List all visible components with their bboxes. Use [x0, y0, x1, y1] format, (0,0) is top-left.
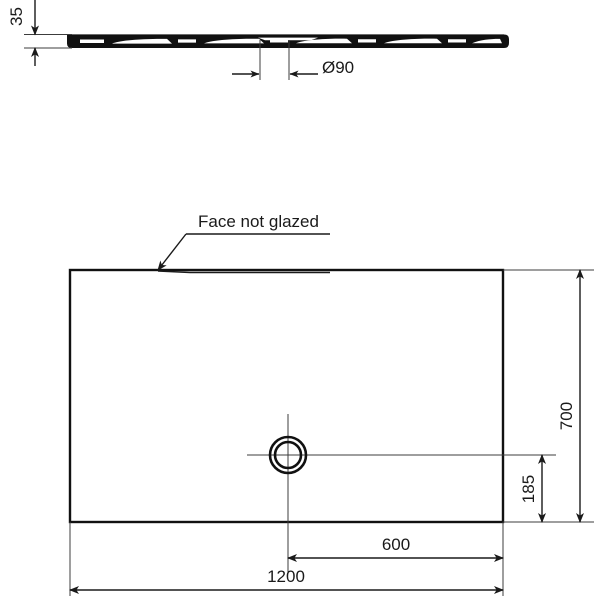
plan-view-group: Face not glazed 700 185 600 1200 — [68, 212, 594, 596]
drain-diameter-label: Ø90 — [322, 58, 354, 77]
drain-inner-circle — [273, 440, 303, 470]
drain-outlet-group — [247, 414, 530, 572]
drain-offset-x-label: 600 — [382, 535, 410, 554]
face-not-glazed-label: Face not glazed — [198, 212, 319, 231]
thickness-dimension-label: 35 — [7, 7, 26, 26]
section-view-group: 35 Ø90 — [7, 0, 509, 80]
drain-outer-circle — [268, 435, 308, 475]
face-not-glazed-leader — [157, 270, 330, 274]
height-dimension-label: 700 — [557, 402, 576, 430]
width-dimension-label: 1200 — [267, 567, 305, 586]
section-profile-voids — [80, 37, 502, 44]
face-not-glazed-leader-arrow — [157, 233, 187, 271]
drain-offset-y-label: 185 — [519, 475, 538, 503]
tray-outline-rect — [68, 268, 505, 524]
